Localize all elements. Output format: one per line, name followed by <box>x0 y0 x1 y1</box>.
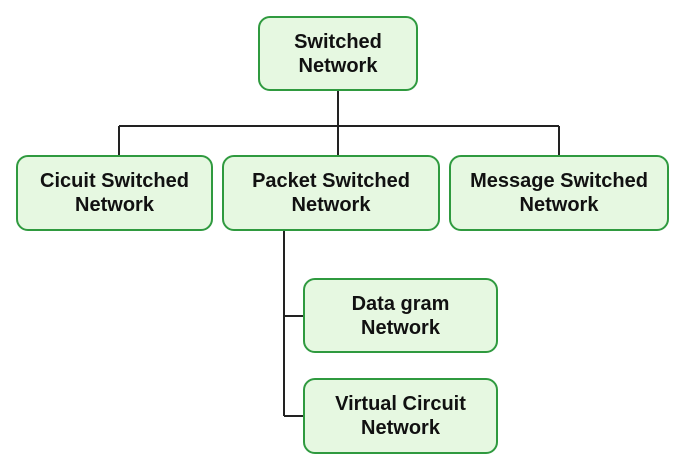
node-label-message-switched-network: Message Switched Network <box>470 170 648 216</box>
node-datagram-network: Data gram Network <box>303 278 498 353</box>
node-virtual-circuit-network: Virtual Circuit Network <box>303 378 498 454</box>
node-circuit-switched-network: Cicuit Switched Network <box>16 155 213 231</box>
node-label-switched-network: Switched Network <box>294 30 382 77</box>
node-label-virtual-circuit-network: Virtual Circuit Network <box>335 393 466 439</box>
node-switched-network: Switched Network <box>258 16 418 91</box>
node-message-switched-network: Message Switched Network <box>449 155 669 231</box>
node-label-circuit-switched-network: Cicuit Switched Network <box>40 170 189 216</box>
node-label-packet-switched-network: Packet Switched Network <box>252 170 410 216</box>
node-packet-switched-network: Packet Switched Network <box>222 155 440 231</box>
node-label-datagram-network: Data gram Network <box>351 292 450 339</box>
